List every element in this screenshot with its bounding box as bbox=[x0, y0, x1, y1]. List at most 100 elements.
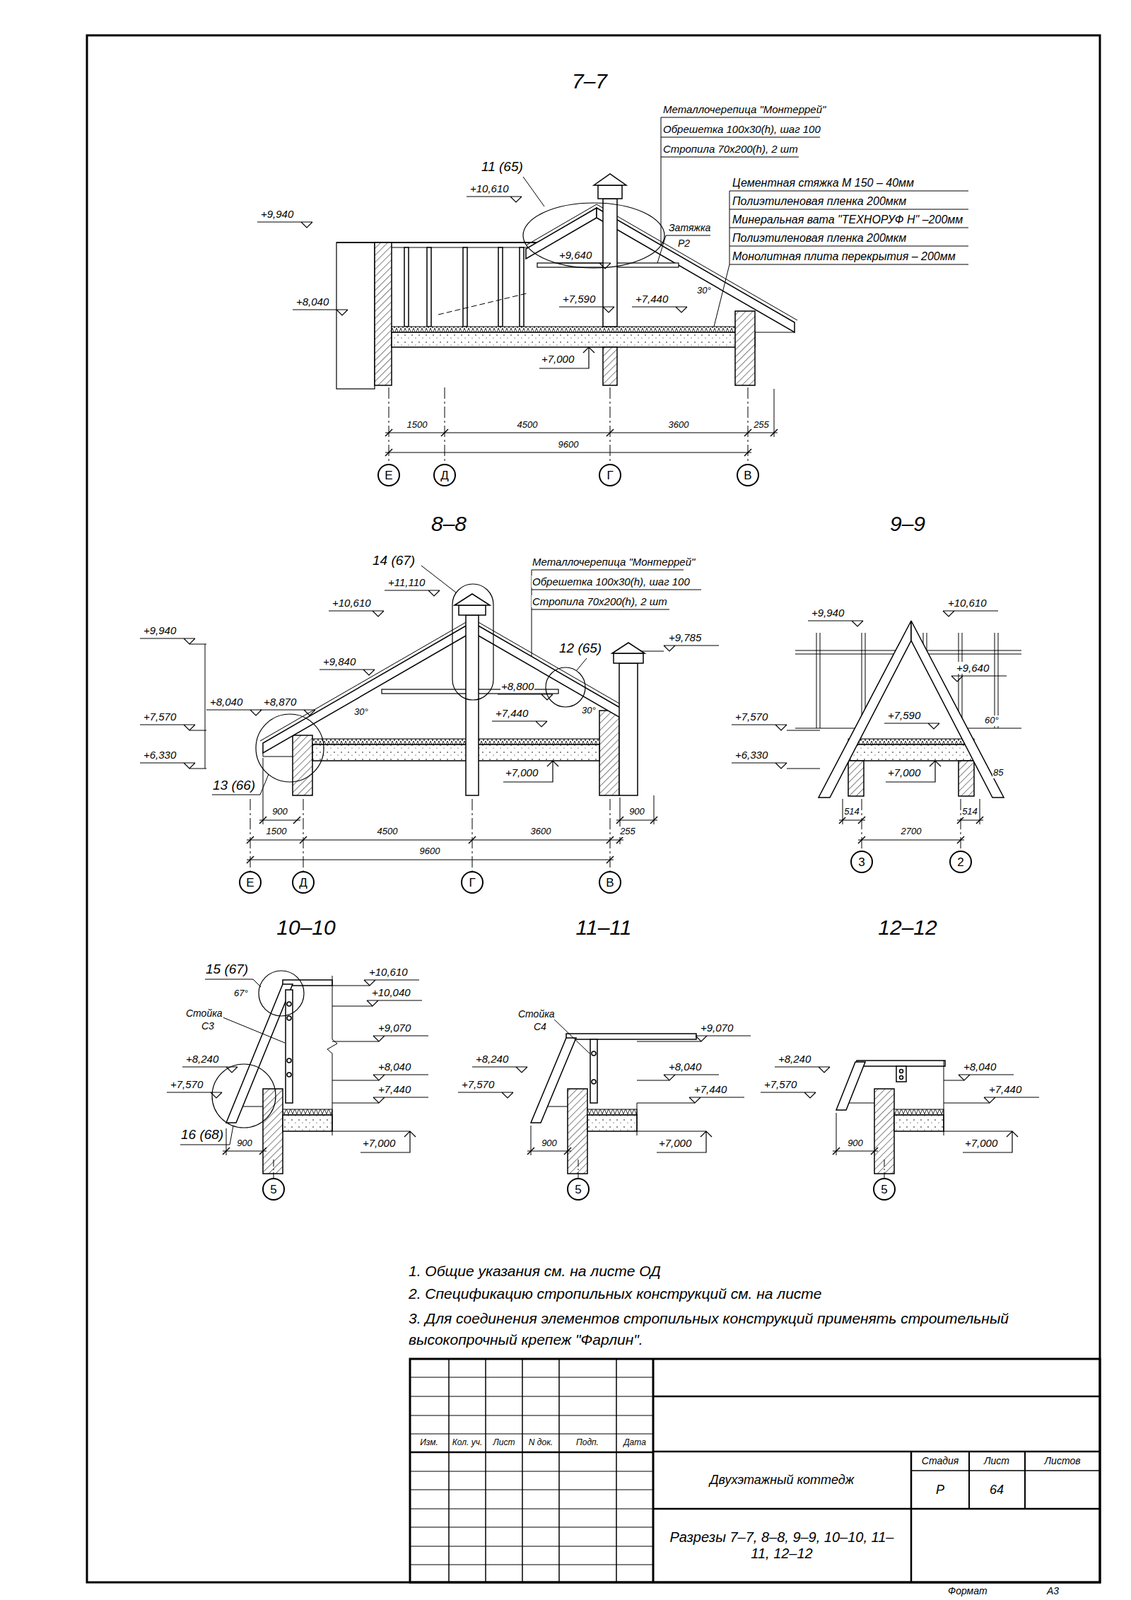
title-block-cell: Лист bbox=[492, 1437, 517, 1448]
title-block bbox=[409, 1376, 654, 1378]
title-block bbox=[409, 1508, 654, 1510]
section-8-8 bbox=[189, 643, 207, 769]
section-8-8 bbox=[468, 836, 476, 844]
title-block bbox=[521, 1358, 524, 1582]
section-12-12 bbox=[899, 1069, 904, 1074]
dimension-value: 4500 bbox=[516, 419, 539, 431]
level-mark: +6,330 bbox=[142, 748, 177, 761]
section-10-10 bbox=[373, 1074, 429, 1081]
level-mark: +8,040 bbox=[667, 1060, 702, 1073]
section-8-8 bbox=[206, 709, 262, 716]
level-mark: +10,040 bbox=[371, 986, 412, 999]
callout-number: 13 (66) bbox=[212, 777, 256, 794]
axis-label: 5 bbox=[574, 1183, 582, 1196]
title-block bbox=[409, 1545, 654, 1547]
section-8-8 bbox=[491, 721, 548, 727]
axis-label: 3 bbox=[858, 856, 865, 869]
section-9-9 bbox=[731, 724, 787, 731]
section-7-7 bbox=[391, 332, 755, 348]
section-7-7 bbox=[391, 326, 736, 333]
section-8-8 bbox=[260, 709, 316, 716]
section-12-12 bbox=[774, 1066, 830, 1073]
section-12-12 bbox=[836, 1112, 837, 1156]
axis-label: Д bbox=[299, 876, 308, 889]
section-12-12 bbox=[983, 1097, 1040, 1103]
section-11-11 bbox=[695, 1035, 751, 1042]
dimension-value: 514 bbox=[843, 806, 861, 818]
section-12-12 bbox=[856, 1060, 946, 1066]
section-8-8 bbox=[458, 605, 486, 615]
section-9-9 bbox=[848, 738, 975, 745]
section-title: 12–12 bbox=[877, 915, 938, 941]
section-10-10 bbox=[286, 1058, 292, 1063]
title-block bbox=[409, 1358, 1100, 1582]
section-9-9 bbox=[848, 760, 864, 796]
section-12-12 bbox=[870, 1147, 878, 1155]
section-8-8 bbox=[246, 856, 254, 864]
section-7-7 bbox=[498, 247, 503, 327]
level-mark: +9,940 bbox=[260, 207, 295, 220]
title-block-cell: Разрезы 7–7, 8–8, 9–9, 10–10, 11–11, 12–… bbox=[664, 1528, 900, 1562]
level-mark: +7,000 bbox=[361, 1136, 396, 1149]
angle-mark: 30° bbox=[696, 285, 712, 297]
section-7-7 bbox=[660, 137, 820, 138]
section-8-8 bbox=[328, 610, 384, 617]
section-11-11 bbox=[591, 1051, 596, 1056]
axis-label: В bbox=[605, 876, 614, 889]
section-8-8 bbox=[472, 798, 473, 871]
axis-label: 5 bbox=[270, 1183, 277, 1196]
dimension-value: 9600 bbox=[419, 846, 442, 857]
dimension-value: 900 bbox=[271, 806, 289, 818]
title-block bbox=[652, 1358, 655, 1582]
title-block-cell: Двухэтажный коттедж bbox=[708, 1472, 855, 1488]
callout-number: 14 (67) bbox=[371, 552, 416, 569]
section-11-11 bbox=[566, 1033, 697, 1040]
level-mark: +9,785 bbox=[667, 631, 702, 644]
grid-axis-circle: 5 bbox=[262, 1177, 285, 1201]
section-12-12 bbox=[760, 1060, 1040, 1178]
section-10-10 bbox=[212, 1063, 276, 1128]
level-mark: +10,610 bbox=[469, 182, 510, 195]
section-11-11 bbox=[530, 1037, 577, 1123]
section-8-8 bbox=[616, 816, 624, 824]
material-note: Минеральная вата "ТЕХНОРУФ Н" –200мм bbox=[731, 213, 964, 227]
section-11-11 bbox=[472, 1066, 528, 1073]
section-7-7 bbox=[336, 241, 538, 244]
section-8-8 bbox=[292, 735, 313, 796]
title-block bbox=[968, 1451, 970, 1509]
section-10-10 bbox=[226, 983, 293, 1123]
material-note: Металлочерепица "Монтеррей" bbox=[531, 555, 696, 568]
title-block bbox=[448, 1358, 450, 1582]
section-9-9 bbox=[976, 816, 984, 824]
section-8-8 bbox=[259, 819, 301, 821]
section-11-11 bbox=[689, 1097, 745, 1103]
level-mark: +7,570 bbox=[763, 1077, 798, 1091]
general-note: 2. Спецификацию стропильных конструкций … bbox=[407, 1285, 823, 1303]
dimension-value: 900 bbox=[236, 1138, 254, 1149]
level-mark: +7,570 bbox=[169, 1077, 204, 1091]
section-8-8 bbox=[616, 836, 624, 844]
section-9-9 bbox=[731, 610, 1022, 851]
material-note: Стропила 70х200(h), 2 шт bbox=[531, 595, 668, 608]
section-9-9 bbox=[819, 632, 821, 729]
section-7-7 bbox=[729, 245, 969, 247]
section-11-11 bbox=[578, 1159, 579, 1178]
section-7-7 bbox=[257, 117, 969, 464]
dimension-value: 85 bbox=[992, 767, 1004, 779]
section-7-7 bbox=[631, 306, 688, 313]
section-7-7 bbox=[774, 388, 775, 437]
section-8-8 bbox=[139, 638, 196, 644]
level-mark: +8,240 bbox=[777, 1052, 812, 1065]
title-block bbox=[409, 1415, 654, 1416]
title-block bbox=[409, 1396, 654, 1397]
section-10-10 bbox=[285, 989, 293, 1103]
title-block bbox=[409, 1451, 654, 1454]
level-mark: +7,570 bbox=[734, 710, 769, 723]
dimension-value: 2700 bbox=[900, 826, 923, 837]
level-mark: +9,640 bbox=[955, 661, 990, 674]
title-block-cell: Формат bbox=[947, 1584, 989, 1597]
section-7-7 bbox=[660, 156, 799, 158]
section-7-7 bbox=[729, 209, 969, 210]
section-7-7 bbox=[555, 262, 611, 269]
level-mark: +8,870 bbox=[262, 695, 297, 708]
